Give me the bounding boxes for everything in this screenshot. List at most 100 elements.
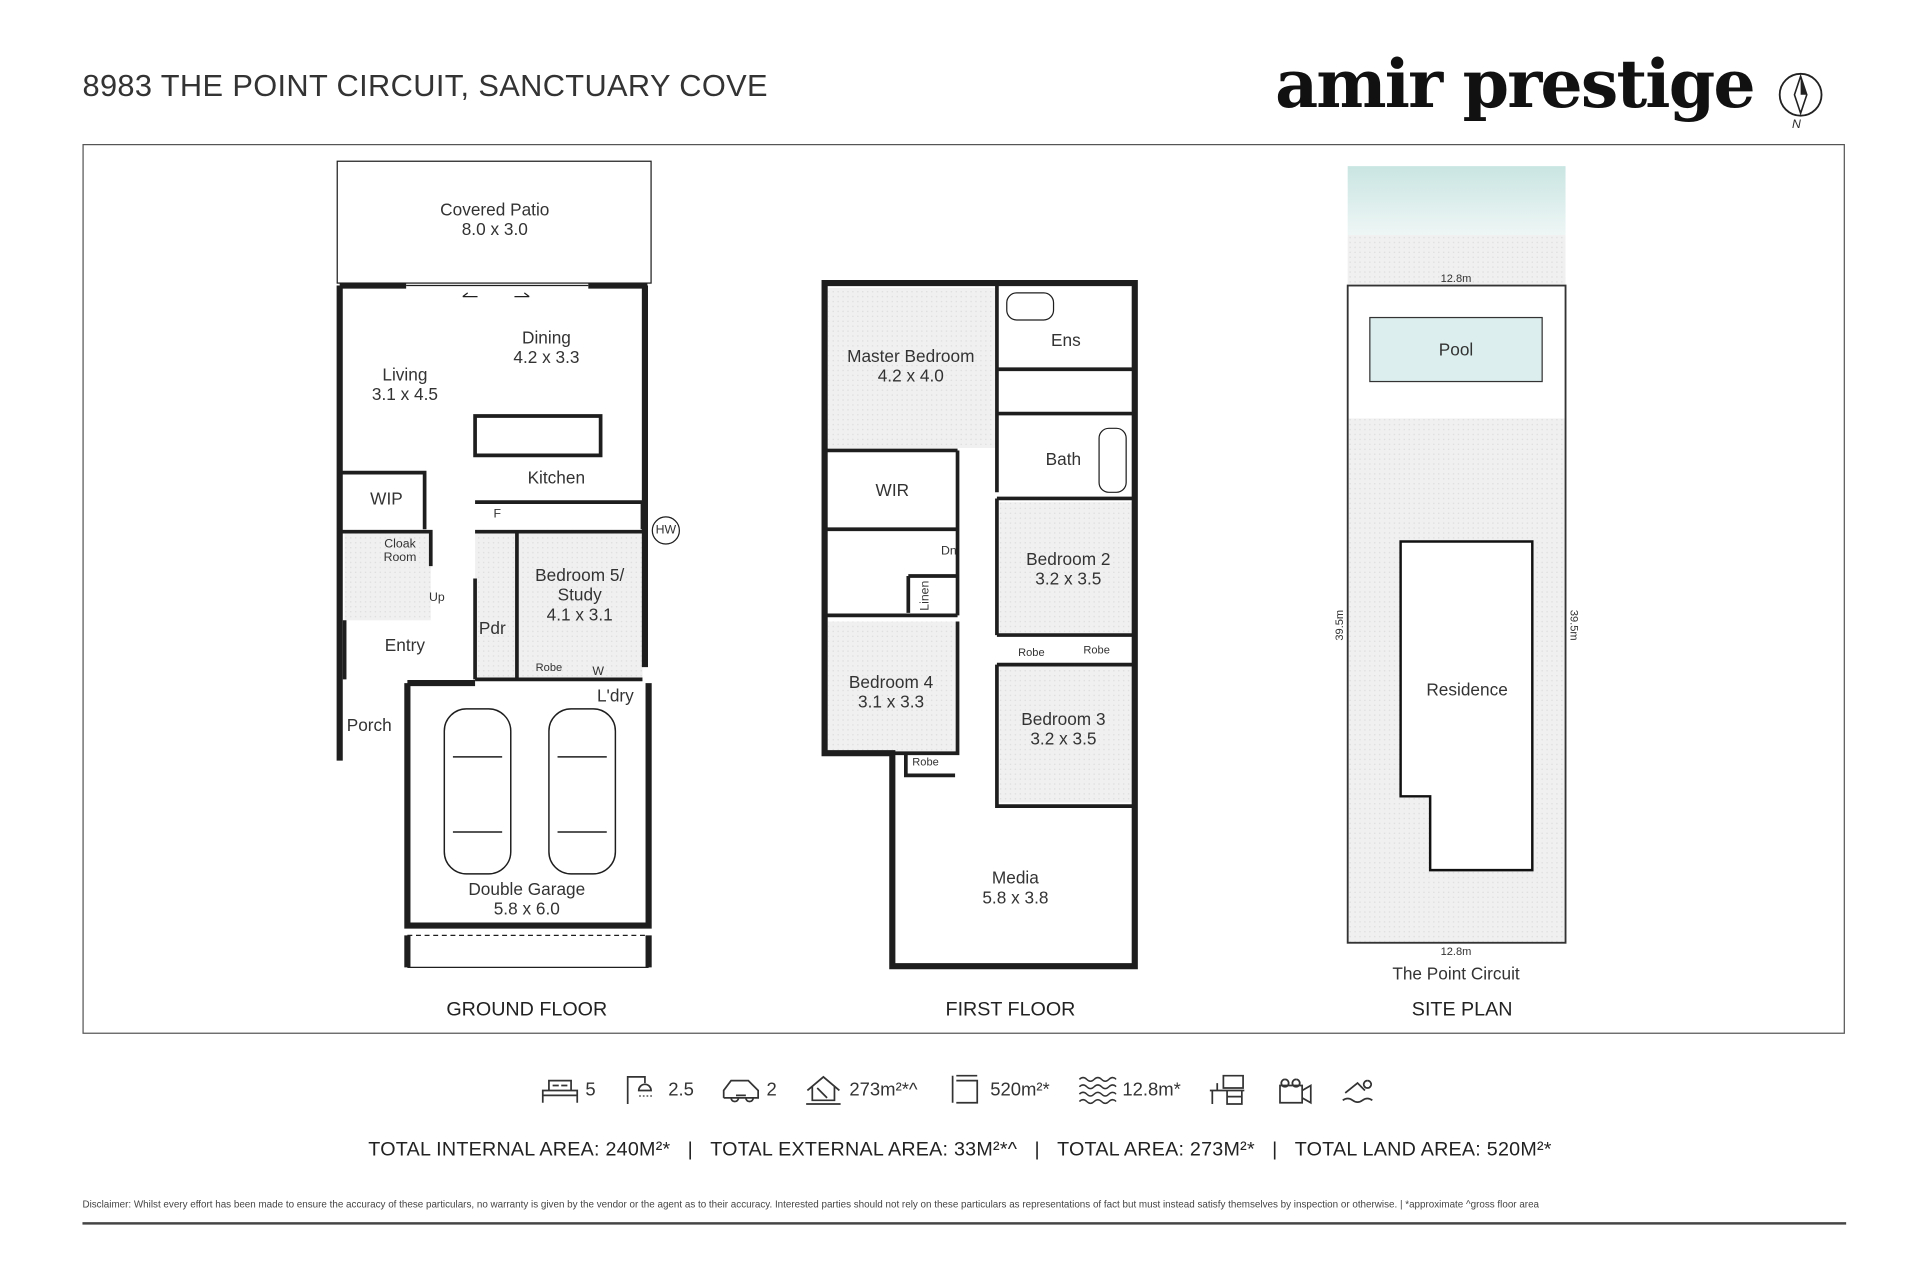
site-plan-caption: SITE PLAN bbox=[1411, 999, 1513, 1021]
stair-up-label: Up bbox=[429, 591, 445, 605]
room-size: 3.2 x 3.5 bbox=[1035, 568, 1102, 589]
stat-value: 2.5 bbox=[668, 1078, 694, 1100]
room-porch: Porch bbox=[346, 715, 392, 735]
dim-bottom: 12.8m bbox=[1440, 945, 1472, 958]
dim-top: 12.8m bbox=[1440, 272, 1472, 285]
room-name: Living bbox=[382, 364, 428, 385]
stat-value: 2 bbox=[766, 1078, 777, 1100]
house-area-icon bbox=[806, 1075, 841, 1105]
car-icon bbox=[722, 1079, 759, 1103]
land-area-icon bbox=[951, 1074, 978, 1104]
pool-swimmer-icon bbox=[1342, 1079, 1374, 1104]
pool-label: Pool bbox=[1438, 339, 1474, 360]
room-linen: Linen bbox=[918, 580, 933, 611]
stat-land-area: 520m²* bbox=[945, 1073, 1050, 1105]
room-name: Dining bbox=[522, 327, 571, 348]
room-robe: Robe bbox=[1083, 643, 1110, 657]
ground-floor-caption: GROUND FLOOR bbox=[446, 999, 608, 1021]
room-ensuite: Ens bbox=[1051, 329, 1081, 350]
room-kitchen: Kitchen bbox=[527, 467, 586, 488]
compass-label: N bbox=[1792, 118, 1801, 132]
study-desk-icon bbox=[1210, 1074, 1245, 1105]
room-entry: Entry bbox=[384, 635, 426, 655]
stat-value: 273m²*^ bbox=[849, 1078, 918, 1100]
room-name: Bedroom 3 bbox=[1021, 708, 1106, 729]
room-size: 5.8 x 3.8 bbox=[982, 887, 1049, 908]
room-robe: Robe bbox=[1018, 646, 1045, 659]
dim-left: 39.5m bbox=[1332, 609, 1346, 641]
residence-label: Residence bbox=[1426, 679, 1508, 700]
room-cloak: Cloak Room bbox=[383, 537, 417, 565]
dim-right: 39.5m bbox=[1568, 609, 1581, 641]
footer-divider bbox=[82, 1222, 1847, 1225]
room-powder: Pdr bbox=[478, 617, 506, 638]
room-laundry: L'dry bbox=[596, 685, 634, 706]
property-address: 8983 THE POINT CIRCUIT, SANCTUARY COVE bbox=[82, 68, 768, 104]
separator: | bbox=[1034, 1139, 1040, 1161]
room-robe: Robe bbox=[535, 660, 563, 674]
room-name: Covered Patio bbox=[440, 199, 550, 220]
total-land-area: TOTAL LAND AREA: 520M²* bbox=[1294, 1139, 1552, 1161]
room-size: 4.1 x 3.1 bbox=[546, 604, 613, 625]
stat-house-area: 273m²*^ bbox=[804, 1073, 918, 1105]
hot-water-label: HW bbox=[655, 523, 677, 538]
room-name: Bedroom 5/ Study bbox=[535, 564, 625, 605]
room-robe: Robe bbox=[912, 755, 939, 769]
room-name: Bedroom 4 bbox=[848, 672, 934, 692]
room-size: 5.8 x 6.0 bbox=[493, 898, 560, 919]
media-camera-icon bbox=[1279, 1078, 1313, 1105]
separator: | bbox=[1272, 1139, 1278, 1161]
stat-water-frontage: 12.8m* bbox=[1077, 1073, 1181, 1105]
room-name: Bedroom 2 bbox=[1026, 548, 1111, 569]
total-external-area: TOTAL EXTERNAL AREA: 33M²*^ bbox=[710, 1139, 1018, 1161]
room-size: 3.1 x 4.5 bbox=[371, 384, 438, 404]
total-area: TOTAL AREA: 273M²* bbox=[1057, 1139, 1255, 1161]
room-name: Double Garage bbox=[468, 878, 586, 899]
stat-bathrooms: 2.5 bbox=[623, 1073, 694, 1105]
bed-icon bbox=[541, 1079, 578, 1103]
brand-logo: amir prestige bbox=[1275, 44, 1756, 124]
washer-label: W bbox=[592, 665, 604, 679]
stat-study bbox=[1208, 1073, 1247, 1105]
shower-icon bbox=[626, 1076, 652, 1105]
room-size: 3.1 x 3.3 bbox=[858, 691, 925, 712]
north-compass-icon: N bbox=[1777, 71, 1824, 133]
stat-pool bbox=[1341, 1073, 1380, 1105]
area-totals: TOTAL INTERNAL AREA: 240M²* | TOTAL EXTERN… bbox=[0, 1140, 1920, 1162]
room-size: 8.0 x 3.0 bbox=[461, 219, 528, 239]
room-wir: WIR bbox=[875, 480, 910, 500]
stat-value: 5 bbox=[585, 1078, 596, 1100]
room-size: 4.2 x 4.0 bbox=[877, 365, 944, 386]
room-bath: Bath bbox=[1045, 449, 1082, 469]
stair-down-label: Dn bbox=[941, 544, 957, 559]
room-name: Master Bedroom bbox=[847, 345, 975, 366]
room-wip: WIP bbox=[370, 488, 403, 509]
street-label: The Point Circuit bbox=[1392, 963, 1520, 984]
fridge-label: F bbox=[493, 507, 501, 522]
water-frontage-icon bbox=[1078, 1076, 1117, 1105]
first-floor-plan bbox=[821, 280, 1138, 970]
room-size: 3.2 x 3.5 bbox=[1030, 728, 1097, 749]
separator: | bbox=[687, 1139, 694, 1161]
stat-media bbox=[1274, 1073, 1313, 1105]
stat-value: 520m²* bbox=[990, 1078, 1050, 1100]
ground-floor-plan bbox=[336, 160, 681, 969]
site-plan bbox=[1346, 166, 1567, 944]
room-name: Media bbox=[991, 867, 1039, 888]
total-internal-area: TOTAL INTERNAL AREA: 240M²* bbox=[368, 1139, 671, 1161]
stat-parking: 2 bbox=[721, 1073, 777, 1105]
first-floor-caption: FIRST FLOOR bbox=[945, 999, 1076, 1021]
plan-frame bbox=[82, 144, 1845, 1034]
